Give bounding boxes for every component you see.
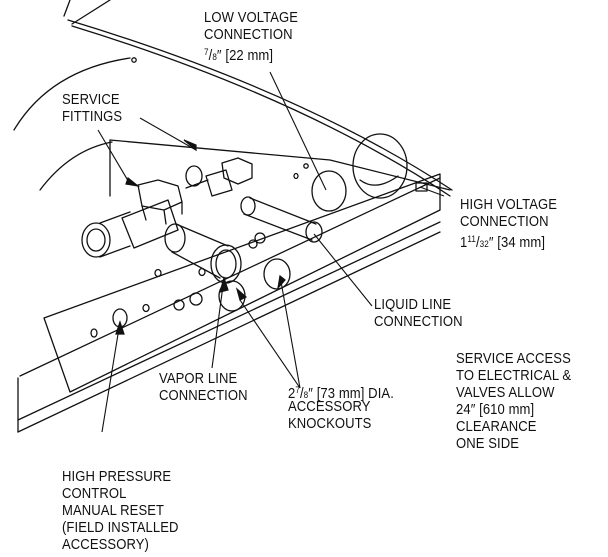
panel-top-edge [109, 139, 451, 191]
liquid-line-label: LIQUID LINE CONNECTION [374, 297, 463, 330]
bolt [254, 232, 266, 244]
leader-vapor-line [211, 277, 225, 369]
leader-knockout-2 [279, 275, 301, 389]
cabinet-top-back [71, 0, 111, 25]
cabinet-top-edge [63, 0, 71, 17]
leader-liquid-line [313, 233, 373, 307]
leader-high-pressure [101, 321, 121, 433]
knockout [263, 258, 291, 290]
service-access-label: SERVICE ACCESS TO ELECTRICAL & VALVES AL… [456, 351, 572, 452]
high-voltage-hole [352, 133, 408, 199]
knockouts-label: 27/8″ [73 mm] DIA. ACCESSORY KNOCKOUTS [288, 385, 394, 432]
hex-cap-large [137, 179, 183, 211]
cabinet-curve [13, 57, 131, 131]
hex-cap-small [221, 157, 253, 185]
bolt [189, 292, 203, 306]
bolt [248, 239, 258, 249]
leader-low-voltage [269, 71, 327, 191]
panel-bottom-lip-2 [17, 231, 441, 433]
tab [415, 182, 428, 192]
cabinet-top-rail [67, 19, 453, 191]
hv-hole-shade [359, 175, 399, 186]
high-voltage-label: HIGH VOLTAGE CONNECTION 111/32″ [34 mm] [460, 197, 558, 251]
low-voltage-label: LOW VOLTAGE CONNECTION 7/8″ [22 mm] [204, 10, 299, 64]
high-pressure-label: HIGH PRESSURE CONTROL MANUAL RESET (FIEL… [62, 469, 179, 553]
vapor-line-label: VAPOR LINE CONNECTION [159, 371, 248, 404]
low-voltage-hole [311, 170, 347, 212]
screw-hole [131, 57, 137, 63]
valve-body-large [121, 199, 179, 249]
inner-curve [39, 141, 113, 191]
leader-knockout-1 [239, 299, 301, 389]
panel-face [43, 173, 441, 393]
liquid-line-pipe-end [305, 221, 323, 243]
leader-service-fittings-1 [97, 129, 131, 185]
leader-service-fittings-2 [139, 117, 197, 151]
leader-high-voltage [419, 186, 445, 197]
bolt [173, 299, 185, 311]
panel-bottom-lip [17, 221, 441, 421]
screw-hole [303, 163, 309, 169]
cabinet-top-rail-inner [71, 25, 451, 197]
service-fittings-label: SERVICE FITTINGS [62, 92, 123, 125]
